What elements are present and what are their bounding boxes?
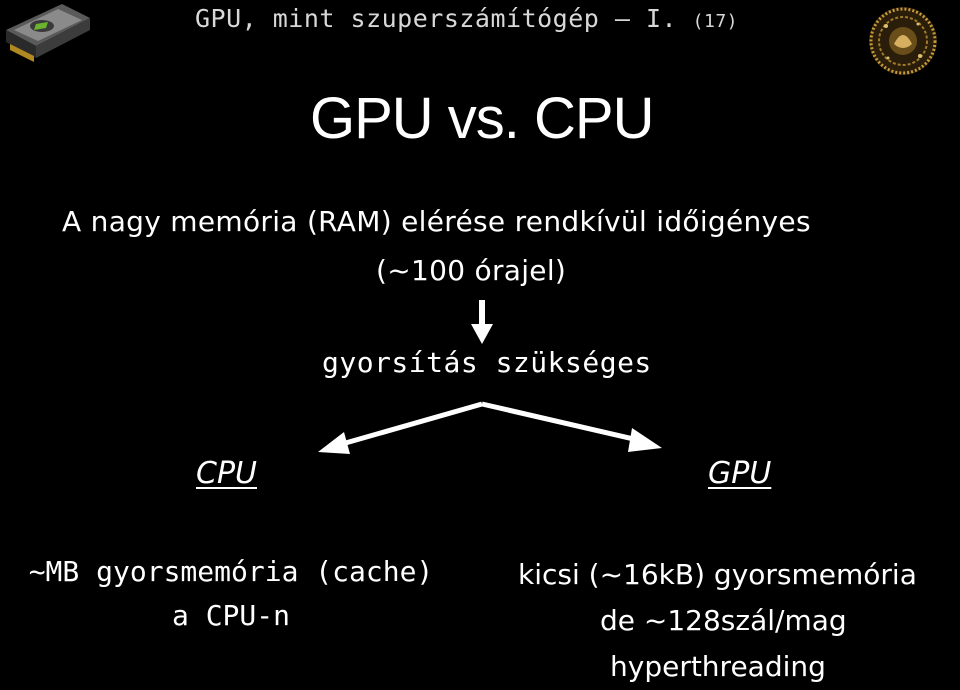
university-seal-icon xyxy=(869,7,937,75)
down-arrow-icon xyxy=(471,300,493,344)
cpu-heading: CPU xyxy=(196,456,257,491)
slide-number: (17) xyxy=(692,11,739,32)
gpu-line: kicsi (~16kB) gyorsmemória xyxy=(518,558,917,591)
cpu-line: a CPU-n xyxy=(171,599,290,632)
conclusion-text: gyorsítás szükséges xyxy=(322,346,652,379)
body-line-2: (~100 órajel) xyxy=(376,254,567,287)
split-arrows-icon xyxy=(318,401,662,454)
gpu-line: hyperthreading xyxy=(610,650,826,683)
gpu-line: de ~128szál/mag xyxy=(600,604,847,637)
slide-header: GPU, mint szuperszámítógép – I. (17) xyxy=(195,4,738,33)
header-title: GPU, mint szuperszámítógép – I. xyxy=(195,4,678,33)
gpu-heading: GPU xyxy=(708,456,772,491)
body-line-1: A nagy memória (RAM) elérése rendkívül i… xyxy=(62,205,811,238)
page-title: GPU vs. CPU xyxy=(310,86,654,151)
gpu-description: kicsi (~16kB) gyorsmemória de ~128szál/m… xyxy=(518,552,917,690)
gpu-card-icon xyxy=(6,4,90,62)
cpu-description: ~MB gyorsmemória (cache) a CPU-n xyxy=(6,550,456,638)
cpu-line: ~MB gyorsmemória (cache) xyxy=(28,555,434,588)
